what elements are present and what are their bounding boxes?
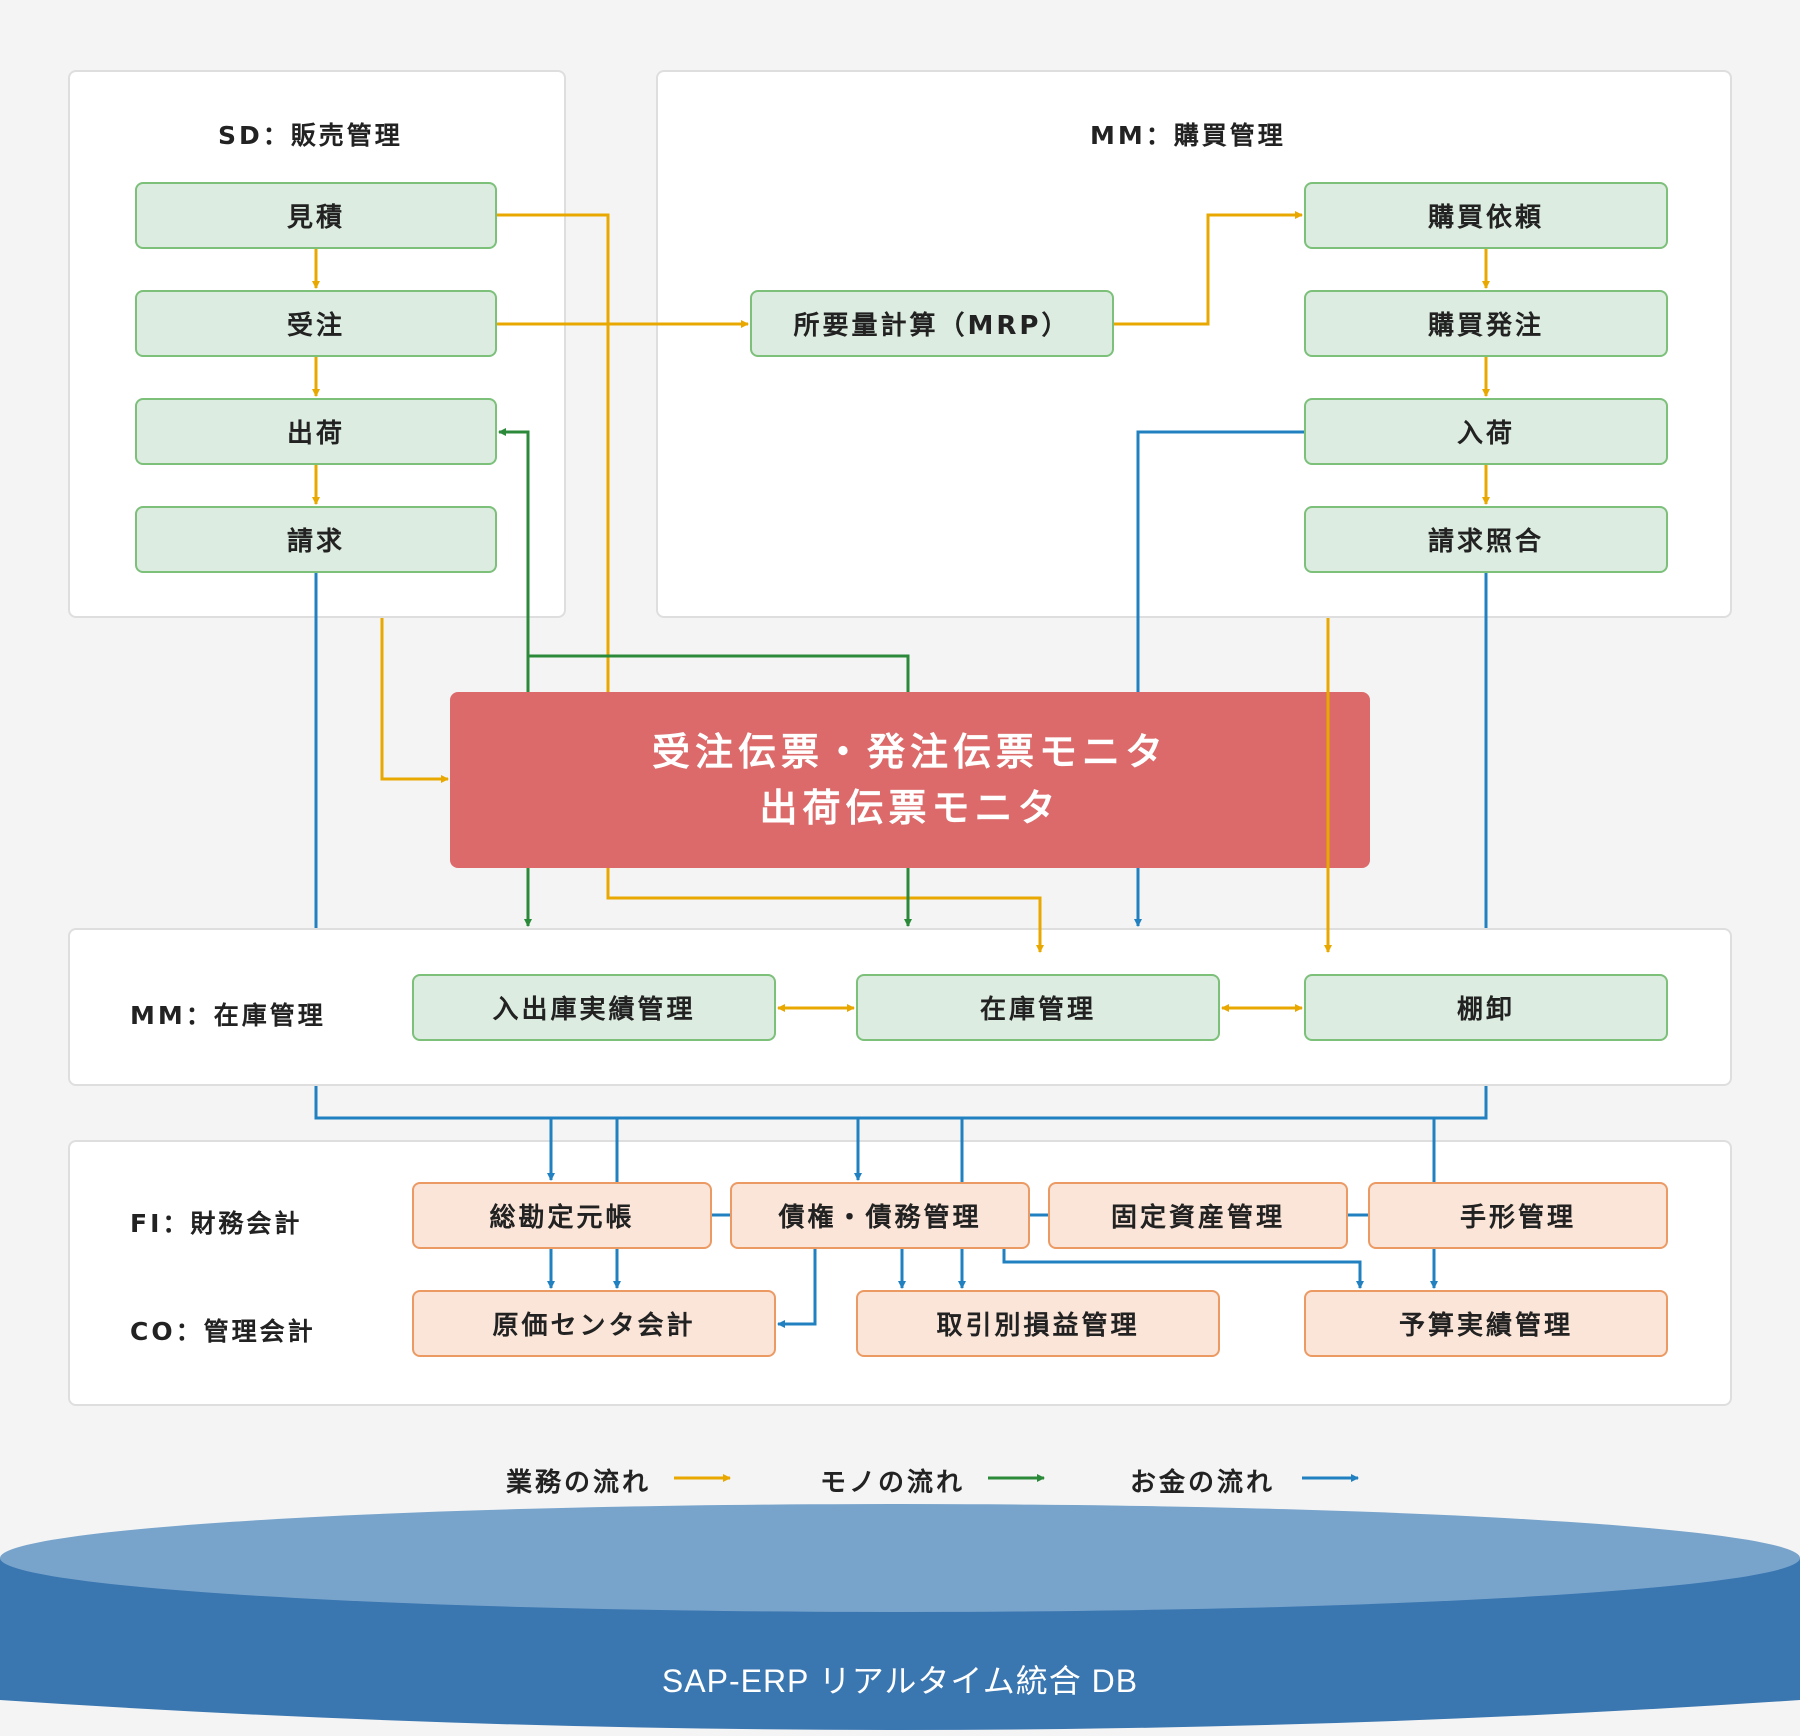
arrow-arap-cc bbox=[777, 1249, 817, 1328]
legend-goods-label: モノの流れ bbox=[820, 1468, 966, 1498]
arrow-monitor-shipment bbox=[498, 428, 530, 692]
co-title: CO：管理会計 bbox=[130, 1317, 316, 1346]
legend-business-label: 業務の流れ bbox=[506, 1468, 652, 1498]
purchase-requisition-box[interactable]: 購買依頼 bbox=[1304, 182, 1668, 249]
mm-inventory-title: MM：在庫管理 bbox=[130, 1001, 326, 1030]
arrow-monitor-inventory bbox=[606, 868, 1044, 953]
monitor-line-1: 受注伝票・発注伝票モニタ bbox=[651, 730, 1168, 774]
fi-title: FI：財務会計 bbox=[130, 1209, 303, 1238]
general-ledger-box[interactable]: 総勘定元帳 bbox=[412, 1182, 712, 1249]
sd-title: SD：販売管理 bbox=[218, 121, 403, 150]
arrow-quote-monitor bbox=[497, 213, 610, 692]
line-money-bus bbox=[314, 1086, 1488, 1120]
order-monitor-box[interactable]: 受注伝票・発注伝票モニタ 出荷伝票モニタ bbox=[450, 692, 1370, 868]
monitor-line-2: 出荷伝票モニタ bbox=[759, 786, 1061, 830]
quotation-box[interactable]: 見積 bbox=[135, 182, 497, 249]
invoice-verification-box[interactable]: 請求照合 bbox=[1304, 506, 1668, 573]
database-label: SAP-ERP リアルタイム統合 DB bbox=[661, 1663, 1139, 1699]
line-gr-monitor bbox=[1136, 430, 1304, 692]
order-box[interactable]: 受注 bbox=[135, 290, 497, 357]
arrow-sd-monitor bbox=[380, 618, 449, 783]
receivables-payables-box[interactable]: 債権・債務管理 bbox=[730, 1182, 1030, 1249]
arrow-arap-budget bbox=[1002, 1249, 1364, 1289]
arrow-mrp-requisition bbox=[1114, 211, 1303, 326]
budget-actual-box[interactable]: 予算実績管理 bbox=[1304, 1290, 1668, 1357]
bills-management-box[interactable]: 手形管理 bbox=[1368, 1182, 1668, 1249]
purchase-order-box[interactable]: 購買発注 bbox=[1304, 290, 1668, 357]
goods-movement-box[interactable]: 入出庫実績管理 bbox=[412, 974, 776, 1041]
database-shape bbox=[0, 1504, 1800, 1736]
goods-receipt-box[interactable]: 入荷 bbox=[1304, 398, 1668, 465]
mrp-box[interactable]: 所要量計算（MRP） bbox=[750, 290, 1114, 357]
stocktaking-box[interactable]: 棚卸 bbox=[1304, 974, 1668, 1041]
billing-box[interactable]: 請求 bbox=[135, 506, 497, 573]
line-monitor-top-goods bbox=[528, 654, 910, 692]
legend-money-label: お金の流れ bbox=[1130, 1468, 1276, 1498]
inventory-management-box[interactable]: 在庫管理 bbox=[856, 974, 1220, 1041]
profitability-box[interactable]: 取引別損益管理 bbox=[856, 1290, 1220, 1357]
shipment-box[interactable]: 出荷 bbox=[135, 398, 497, 465]
mm-purchase-title: MM：購買管理 bbox=[1090, 121, 1286, 150]
cost-center-box[interactable]: 原価センタ会計 bbox=[412, 1290, 776, 1357]
fixed-assets-box[interactable]: 固定資産管理 bbox=[1048, 1182, 1348, 1249]
